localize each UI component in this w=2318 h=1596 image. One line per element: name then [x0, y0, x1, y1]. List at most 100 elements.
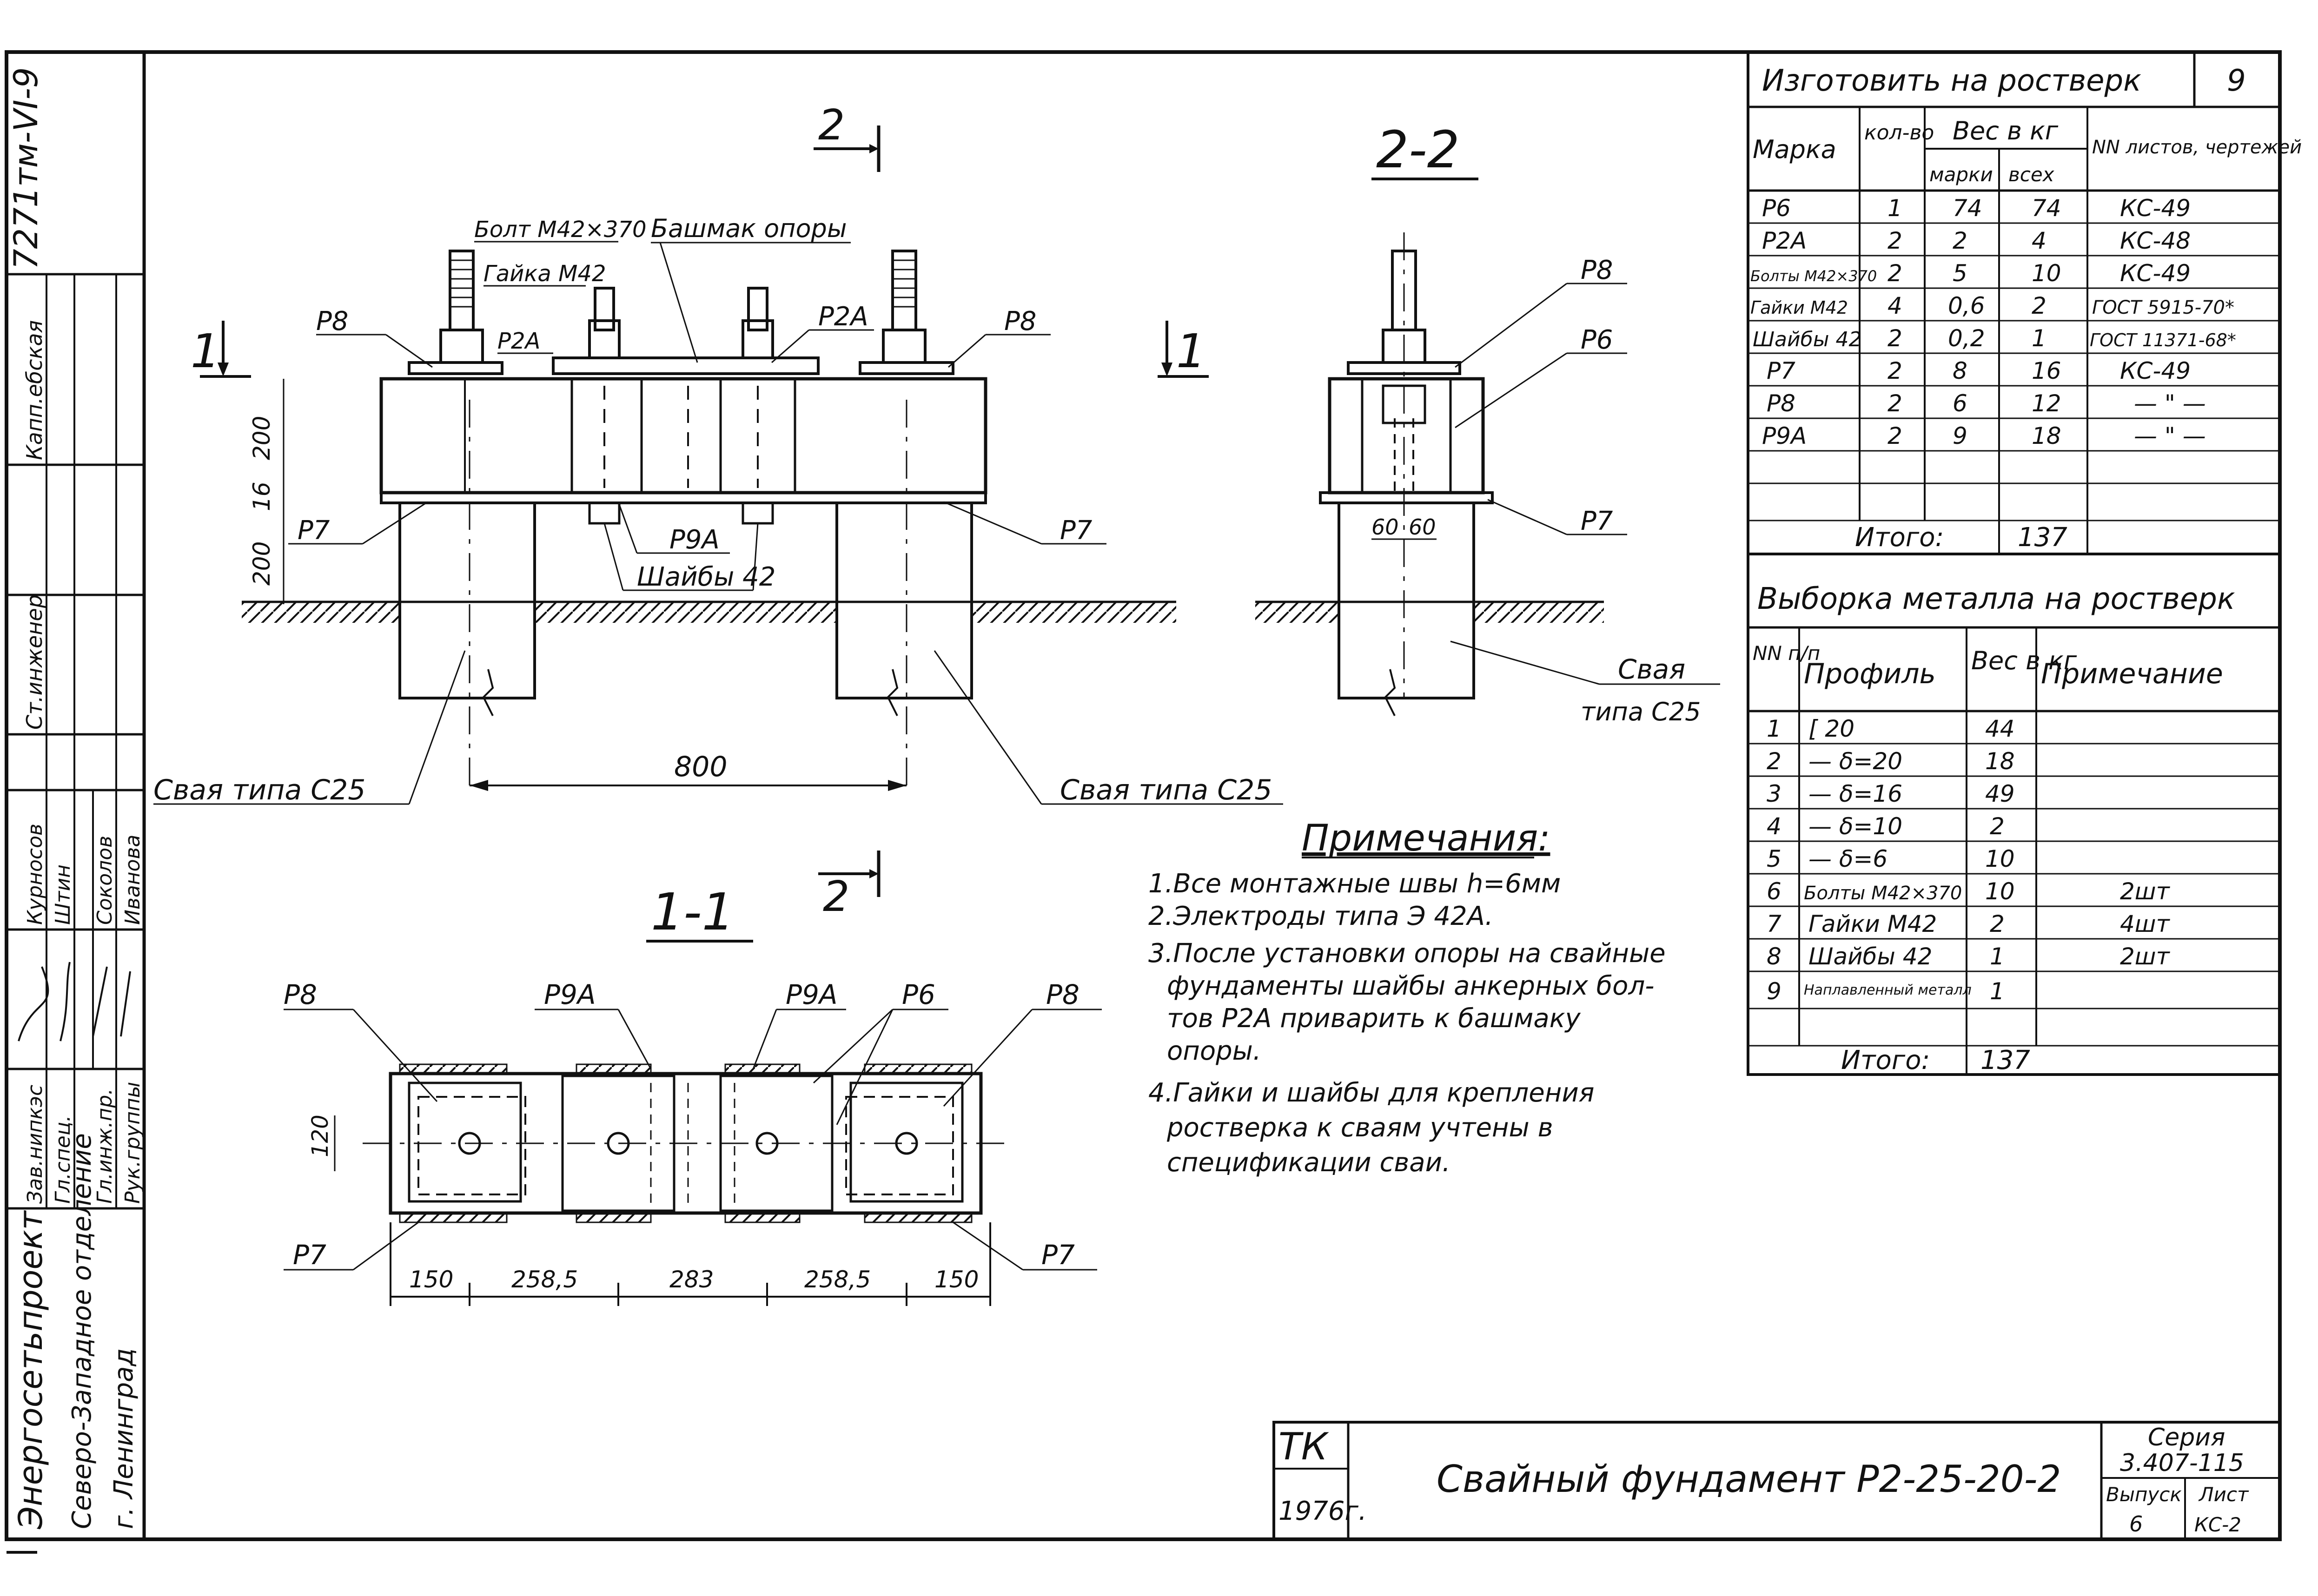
spec-cell: Р2А [1762, 227, 1807, 254]
metal-head-profile: Профиль [1804, 658, 1936, 690]
metal-cell: — δ=10 [1808, 813, 1902, 840]
dim-height-lower: 200 [248, 541, 275, 586]
dim-60-left: 60 [1371, 514, 1399, 540]
metal-cell: Наплавленный металл [1804, 982, 1972, 998]
spec-cell: 1 [2032, 325, 2046, 352]
label-p9a-plan-right: Р9А [786, 979, 838, 1010]
sheet-label: Лист [2198, 1483, 2249, 1506]
label-p7-plan-left: Р7 [293, 1239, 326, 1271]
metal-cell: 9 [1767, 978, 1782, 1005]
spec-cell: Р8 [1767, 390, 1795, 417]
metal-cell: — δ=20 [1808, 748, 1902, 775]
label-pile-right: Свая типа С25 [1060, 774, 1272, 806]
spec-cell: 4 [1888, 292, 1902, 319]
metal-cell: [ 20 [1808, 715, 1854, 742]
cut-marker-left: 1 [191, 324, 220, 378]
spec-cell: 4 [2032, 227, 2046, 254]
spec-cell: 8 [1953, 357, 1967, 384]
metal-title: Выборка металла на ростверк [1757, 582, 2235, 616]
metal-cell: 10 [1985, 845, 2015, 872]
label-p9a-plan-left: Р9А [544, 979, 596, 1010]
spec-cell: КС-49 [2120, 195, 2191, 222]
metal-cell: 44 [1985, 715, 2015, 742]
spec-cell: Шайбы 42 [1753, 328, 1861, 351]
spec-count: 9 [2227, 64, 2246, 98]
spec-cell: КС-49 [2120, 357, 2191, 384]
spec-cell: 74 [2032, 195, 2061, 222]
series-value: 3.407-115 [2120, 1449, 2244, 1477]
label-p9a: Р9А [669, 525, 720, 555]
metal-cell: — δ=6 [1808, 845, 1888, 872]
metal-cell: 2 [1767, 748, 1782, 775]
label-p2a-left: Р2А [497, 328, 540, 354]
label-bolt: Болт М42×370 [474, 217, 647, 243]
series-label: Серия [2148, 1424, 2225, 1451]
person-name: Штин [51, 864, 75, 925]
note-line: спецификации сваи. [1167, 1148, 1450, 1178]
note-line: тов Р2А приварить к башмаку [1167, 1003, 1581, 1034]
metal-cell: Болты М42×370 [1804, 883, 1962, 904]
org-branch: Северо-Западное отделение [67, 1133, 97, 1529]
spec-head-weight: Вес в кг [1953, 116, 2059, 145]
note-line: 1.Все монтажные швы h=6мм [1148, 869, 1561, 899]
metal-table: Выборка металла на ростверк NN п/п Профи… [1747, 553, 2281, 1076]
metal-cell: 4 [1767, 813, 1782, 840]
label-pile-a: Свая [1618, 653, 1685, 685]
metal-head-weight: Вес в кг [1971, 646, 2077, 675]
spec-cell: 1 [1888, 195, 1902, 222]
spec-cell: Р6 [1762, 195, 1791, 222]
label-p2a-right: Р2А [818, 302, 868, 332]
metal-cell: Шайбы 42 [1808, 943, 1932, 970]
spec-table: Изготовить на ростверк 9 Марка кол-во Ве… [1747, 51, 2302, 555]
metal-cell: 1 [1767, 715, 1782, 742]
section-22-title: 2-2 [1376, 120, 1460, 179]
doc-number: 7271тм-VI-9 [7, 67, 45, 270]
section-2-2: 2-2 1 60 60 Р8 Р6 Р7 Свая [1158, 120, 1720, 726]
spec-cell: 2 [1888, 357, 1902, 384]
spec-cell: 2 [1953, 227, 1967, 254]
spec-head-drawings: NN листов, чертежей [2092, 137, 2302, 158]
spec-head-wall: всех [2008, 163, 2055, 186]
metal-cell: 49 [1985, 780, 2015, 807]
section-1-1: 1-1 2 120 [284, 851, 1102, 1306]
metal-cell: 1 [1990, 978, 2005, 1005]
spec-cell: 0,2 [1948, 325, 1985, 352]
label-p8-section: Р8 [1581, 255, 1613, 285]
metal-head-note: Примечание [2041, 658, 2223, 690]
label-pile-b: типа С25 [1581, 697, 1701, 726]
metal-cell: 2шт [2120, 943, 2171, 970]
spec-cell: 10 [2032, 260, 2061, 287]
label-nut: Гайка М42 [483, 261, 606, 287]
metal-cell: 5 [1767, 845, 1782, 872]
spec-cell: — " — [2134, 390, 2206, 417]
role-label: Капп.ебская [22, 320, 47, 460]
dim-bottom: 150 [934, 1266, 979, 1293]
label-p6-section: Р6 [1581, 325, 1613, 355]
metal-cell: 2 [1990, 910, 2005, 937]
spec-cell: 2 [1888, 422, 1902, 449]
spec-cell: 16 [2032, 357, 2061, 384]
label-p7-left: Р7 [298, 515, 330, 546]
note-line: ростверка к сваям учтены в [1166, 1113, 1553, 1143]
spec-cell: 74 [1953, 195, 1982, 222]
notes: Примечания: 1.Все монтажные швы h=6мм 2.… [1148, 818, 1666, 1178]
dim-bottom: 283 [669, 1266, 714, 1293]
section-mark-bottom: 2 [823, 872, 849, 921]
dim-60-right: 60 [1409, 514, 1436, 540]
role-label: Рук.группы [121, 1082, 145, 1204]
cut-marker-right: 1 [1176, 324, 1206, 378]
label-shoe: Башмак опоры [651, 214, 847, 243]
spec-head-wmark: марки [1929, 163, 1993, 186]
note-line: 2.Электроды типа Э 42А. [1148, 901, 1493, 931]
spec-cell: 2 [1888, 260, 1902, 287]
spec-total-value: 137 [2018, 522, 2067, 553]
dim-height-upper: 200 [248, 416, 275, 460]
label-pile-left: Свая типа С25 [153, 774, 365, 806]
tk-year: 1976г. [1278, 1496, 1367, 1526]
spec-cell: КС-48 [2120, 227, 2191, 254]
metal-head-num: NN п/п [1753, 642, 1820, 665]
section-mark-top: 2 [818, 101, 845, 150]
note-line: фундаменты шайбы анкерных бол- [1167, 971, 1654, 1001]
label-p8-plan-left: Р8 [284, 979, 317, 1010]
spec-cell: Болты М42×370 [1750, 267, 1877, 285]
